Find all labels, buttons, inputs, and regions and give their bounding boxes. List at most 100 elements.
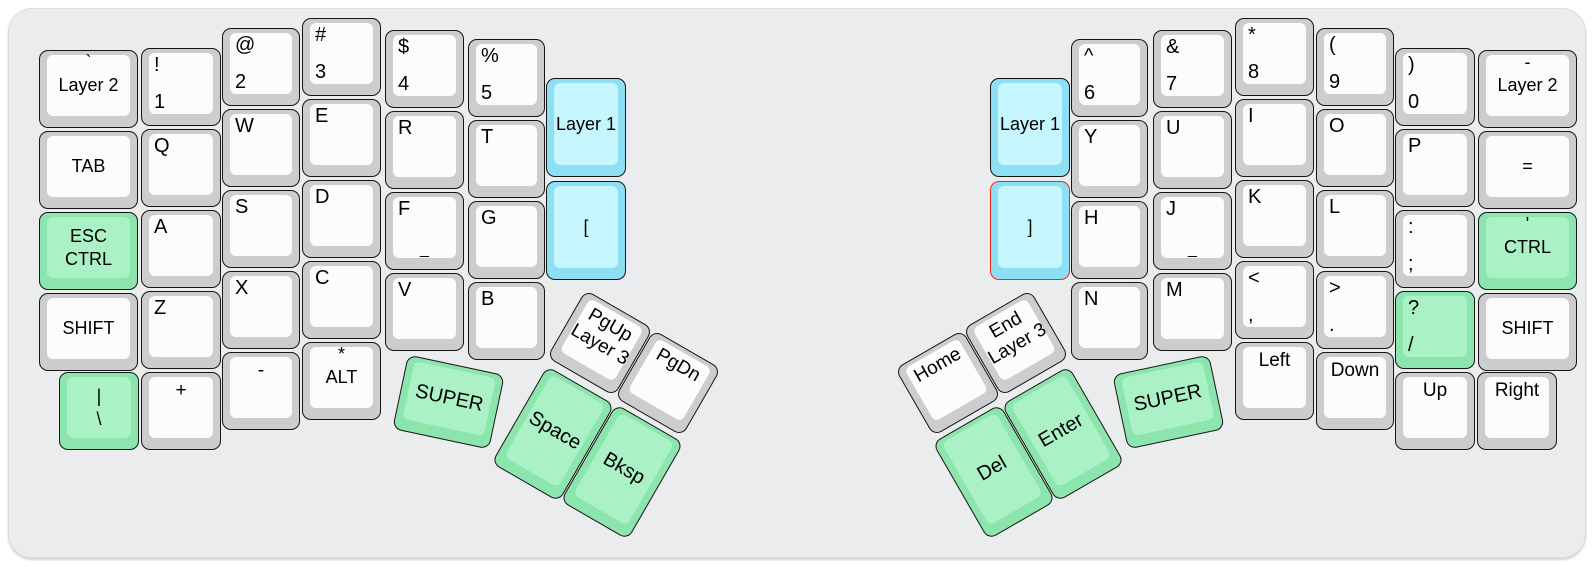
key-legend-line: SHIFT: [62, 318, 115, 338]
key-4-dollar[interactable]: $4: [385, 30, 464, 108]
key-6-caret[interactable]: ^6: [1071, 39, 1148, 117]
key-2-at[interactable]: @2: [222, 28, 300, 106]
key-y[interactable]: Y: [1071, 120, 1148, 198]
key-equals[interactable]: =: [1478, 131, 1577, 209]
key-p[interactable]: P: [1395, 129, 1475, 207]
key-legend-line: Del: [973, 451, 1011, 486]
key-s[interactable]: S: [222, 190, 300, 268]
key-legend-lower: 2: [235, 71, 247, 93]
key-minus-layer2[interactable]: -Layer 2: [1478, 50, 1577, 128]
key-h[interactable]: H: [1071, 201, 1148, 279]
key-legend-lower: ,: [1248, 304, 1254, 326]
key-g[interactable]: G: [468, 201, 545, 279]
key-legend-line: Home: [910, 343, 965, 388]
key-i[interactable]: I: [1235, 99, 1314, 177]
key-quote-ctrl[interactable]: 'CTRL: [1478, 212, 1577, 290]
key-5-percent[interactable]: %5: [468, 39, 545, 117]
key-legend-upper: P: [1408, 135, 1422, 157]
key-v[interactable]: V: [385, 273, 464, 351]
key-right-arrow[interactable]: Right: [1477, 372, 1557, 450]
key-pipe-backslash[interactable]: |\: [59, 372, 139, 450]
key-q[interactable]: Q: [141, 129, 221, 207]
key-c[interactable]: C: [302, 261, 381, 339]
key-up-arrow[interactable]: Up: [1395, 372, 1475, 450]
keycap-surface: *ALT: [310, 345, 373, 408]
key-e[interactable]: E: [302, 99, 381, 177]
key-legend-line: TAB: [71, 156, 106, 176]
key-super-right[interactable]: SUPER: [1111, 354, 1225, 450]
key-backtick-layer2[interactable]: `Layer 2: [39, 50, 138, 128]
keycap-surface: Right: [1485, 377, 1549, 438]
key-7-ampersand[interactable]: &7: [1153, 30, 1232, 108]
keycap-surface: ]: [998, 186, 1062, 268]
key-legend-top-center: Up: [1403, 380, 1467, 402]
key-t[interactable]: T: [468, 120, 545, 198]
key-semicolon-colon[interactable]: :;: [1395, 210, 1475, 288]
key-legend-upper: L: [1329, 196, 1341, 218]
key-x[interactable]: X: [222, 271, 300, 349]
key-3-hash[interactable]: #3: [302, 18, 381, 96]
key-left-bracket[interactable]: [: [546, 181, 626, 280]
key-8-asterisk[interactable]: *8: [1235, 18, 1314, 96]
keycap-surface: +: [149, 377, 213, 438]
key-j[interactable]: J_: [1153, 192, 1232, 270]
key-legend-upper: ?: [1408, 297, 1420, 319]
key-comma-lt[interactable]: <,: [1235, 261, 1314, 339]
key-k[interactable]: K: [1235, 180, 1314, 258]
key-legend-shift: ': [1525, 214, 1530, 234]
key-legend-upper: #: [315, 24, 327, 46]
key-legend-lower: 7: [1166, 73, 1178, 95]
keycap-surface: SUPER: [1120, 361, 1214, 437]
key-legend-upper: &: [1166, 36, 1180, 58]
key-minus[interactable]: -: [222, 352, 300, 430]
key-tab[interactable]: TAB: [39, 131, 138, 209]
key-layer1-left[interactable]: Layer 1: [546, 78, 626, 177]
keycap-surface: I: [1243, 104, 1306, 165]
key-super-left[interactable]: SUPER: [391, 354, 505, 450]
key-asterisk-alt[interactable]: *ALT: [302, 342, 381, 420]
key-0-rparen[interactable]: )0: [1395, 48, 1475, 126]
keycap-surface: Y: [1079, 125, 1140, 186]
keycap-surface: !1: [149, 53, 213, 114]
key-slash-question[interactable]: ?/: [1395, 291, 1475, 369]
key-legend-lower: /: [1408, 334, 1414, 356]
keycap-surface: X: [230, 276, 292, 337]
key-l[interactable]: L: [1316, 190, 1394, 268]
key-w[interactable]: W: [222, 109, 300, 187]
key-legend-top-center: Home: [906, 341, 971, 391]
key-left-arrow[interactable]: Left: [1235, 342, 1314, 420]
key-legend-upper: A: [154, 216, 168, 238]
key-m[interactable]: M: [1153, 273, 1232, 351]
key-plus[interactable]: +: [141, 372, 221, 450]
keycap-surface: D: [310, 185, 373, 246]
key-layer1-right[interactable]: Layer 1: [990, 78, 1070, 177]
key-b[interactable]: B: [468, 282, 545, 360]
key-legend-line: ]: [1027, 216, 1033, 237]
key-down-arrow[interactable]: Down: [1316, 352, 1394, 430]
key-legend-center: |\: [67, 377, 131, 438]
key-1-exclam[interactable]: !1: [141, 48, 221, 126]
key-period-gt[interactable]: >.: [1316, 271, 1394, 349]
key-legend-line: Left: [1258, 350, 1291, 371]
keycap-surface: O: [1324, 114, 1386, 175]
key-legend-lower: 6: [1084, 82, 1096, 104]
key-shift-right[interactable]: SHIFT: [1478, 293, 1577, 371]
key-d[interactable]: D: [302, 180, 381, 258]
key-a[interactable]: A: [141, 210, 221, 288]
keycap-surface: Left: [1243, 347, 1306, 408]
key-u[interactable]: U: [1153, 111, 1232, 189]
key-right-bracket[interactable]: ]: [990, 181, 1070, 280]
key-r[interactable]: R: [385, 111, 464, 189]
key-shift-left[interactable]: SHIFT: [39, 293, 138, 371]
key-o[interactable]: O: [1316, 109, 1394, 187]
key-z[interactable]: Z: [141, 291, 221, 369]
key-legend-upper: S: [235, 196, 249, 218]
key-9-lparen[interactable]: (9: [1316, 28, 1394, 106]
key-f[interactable]: F_: [385, 192, 464, 270]
keycap-surface: J_: [1161, 197, 1224, 258]
key-n[interactable]: N: [1071, 282, 1148, 360]
